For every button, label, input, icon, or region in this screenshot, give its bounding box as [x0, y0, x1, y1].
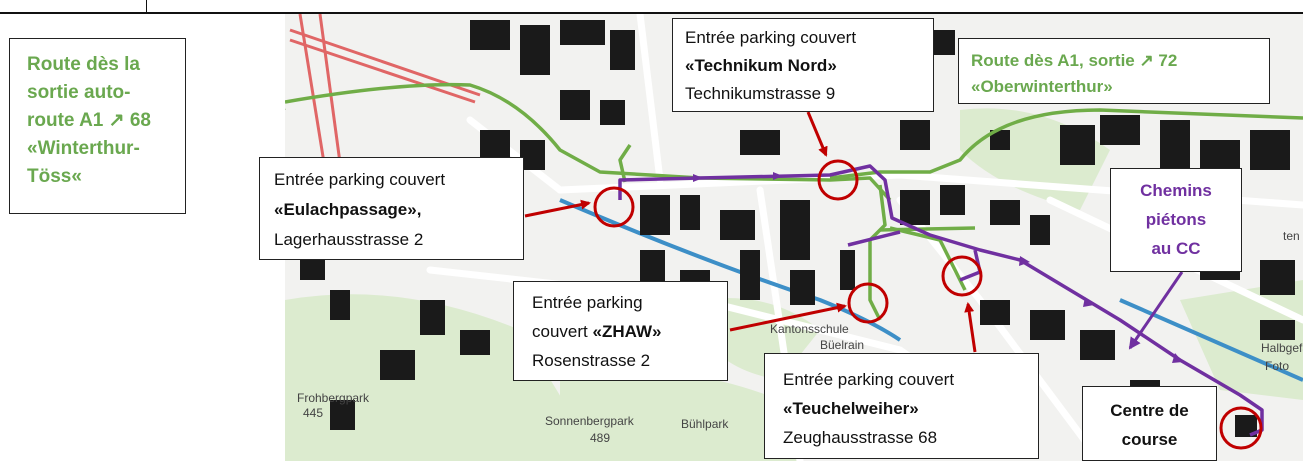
building [1100, 115, 1140, 145]
building [930, 30, 955, 55]
map-label-buelrain: Büelrain [820, 338, 864, 352]
parking-teuchel-prefix: Entrée parking couvert [783, 370, 955, 389]
building [1250, 130, 1290, 170]
route-a1-68-line-1: Route dès la [27, 54, 140, 75]
centre-line-2: course [1121, 430, 1178, 449]
building [900, 190, 930, 225]
route-a1-72-line-2: «Oberwinterthur» [971, 77, 1113, 96]
car-route-link-west [285, 108, 286, 110]
building [900, 120, 930, 150]
parking-technikum-prefix: Entrée parking couvert [685, 28, 857, 47]
building [680, 195, 700, 230]
parking-teuchel-name: «Teuchelweiher» [783, 399, 919, 418]
building [1080, 330, 1115, 360]
header-rule [0, 12, 1303, 14]
map-label-ten: ten [1283, 229, 1300, 243]
building [380, 350, 415, 380]
map-label-frohbergpark: Frohbergpark [297, 391, 370, 405]
map-label-halbgefa: Halbgefa [1261, 341, 1303, 355]
route-a1-68-line-5: Töss« [27, 166, 82, 187]
parking-eulach-address: Lagerhausstrasse 2 [274, 230, 424, 249]
building [1260, 320, 1295, 340]
building [840, 250, 855, 290]
stream [559, 198, 902, 342]
building [740, 130, 780, 155]
map-label-frohberg-altitude: 445 [303, 406, 323, 420]
map-label-sonnenbergpark: Sonnenbergpark [545, 414, 635, 428]
parking-marker-zhaw [847, 282, 889, 324]
building [1160, 120, 1190, 170]
parking-zhaw-name: «ZHAW» [592, 322, 662, 341]
map-label-foto: Foto [1265, 359, 1289, 373]
building [600, 100, 625, 125]
parking-zhaw-box: Entrée parking couvert «ZHAW» Rosenstras… [513, 281, 728, 381]
parking-eulach-prefix: Entrée parking couvert [274, 170, 446, 189]
building [560, 90, 590, 120]
parking-marker-technikum [817, 159, 859, 201]
parking-marker-eulach [593, 186, 635, 228]
building [610, 30, 635, 70]
header-divider [146, 0, 147, 12]
building [1235, 415, 1257, 437]
walking-line-1: Chemins [1140, 181, 1212, 200]
parking-zhaw-prefix-2: couvert [532, 322, 593, 341]
building [990, 130, 1010, 150]
building [980, 300, 1010, 325]
building [460, 330, 490, 355]
parking-teuchel-box: Entrée parking couvert «Teuchelweiher» Z… [764, 353, 1039, 459]
map-label-kantonsschule: Kantonsschule [770, 322, 849, 336]
centre-line-1: Centre de [1110, 401, 1189, 420]
parking-eulach-box: Entrée parking couvert «Eulachpassage», … [259, 157, 524, 260]
walking-paths-box: Chemins piétons au CC [1110, 168, 1242, 272]
route-a1-68-line-4: «Winterthur- [27, 138, 140, 159]
building [560, 20, 605, 45]
walking-line-3: au CC [1151, 239, 1201, 258]
building [1060, 125, 1095, 165]
building [520, 140, 545, 170]
building [1030, 215, 1050, 245]
building [720, 210, 755, 240]
route-a1-68-line-3: route A1 ↗ 68 [27, 110, 151, 131]
building [940, 185, 965, 215]
map-label-buehlpark: Bühlpark [681, 417, 729, 431]
parking-technikum-name: «Technikum Nord» [685, 56, 837, 75]
building [330, 400, 355, 430]
building [1260, 260, 1295, 295]
route-a1-72-box: Route dès A1, sortie ↗ 72 «Oberwinterthu… [958, 38, 1270, 104]
parking-teuchel-address: Zeughausstrasse 68 [783, 428, 938, 447]
route-a1-68-line-2: sortie auto- [27, 82, 131, 103]
building [470, 20, 510, 50]
parking-zhaw-address: Rosenstrasse 2 [532, 351, 651, 370]
parking-markers [593, 159, 1263, 450]
walking-arrows [693, 172, 1183, 363]
building [780, 200, 810, 260]
callout-arrows [524, 111, 1184, 353]
building [640, 195, 670, 235]
route-a1-72-line-1: Route dès A1, sortie ↗ 72 [971, 51, 1178, 70]
centre-box: Centre de course [1082, 386, 1217, 461]
parking-zhaw-prefix-1: Entrée parking [532, 293, 643, 312]
building [790, 270, 815, 305]
parking-technikum-box: Entrée parking couvert «Technikum Nord» … [672, 18, 934, 112]
stream-east [1119, 298, 1303, 382]
building [740, 250, 760, 300]
centre-marker [1219, 406, 1263, 450]
building [1030, 310, 1065, 340]
building [330, 290, 350, 320]
route-a1-68-box: Route dès la sortie auto- route A1 ↗ 68 … [9, 38, 186, 214]
walking-line-2: piétons [1145, 210, 1207, 229]
building [520, 25, 550, 75]
parking-technikum-address: Technikumstrasse 9 [685, 84, 836, 103]
parking-marker-teuchel [941, 255, 983, 297]
parking-eulach-name: «Eulachpassage», [274, 200, 422, 219]
map-label-sonnenberg-altitude: 489 [590, 431, 610, 445]
building [990, 200, 1020, 225]
building [420, 300, 445, 335]
